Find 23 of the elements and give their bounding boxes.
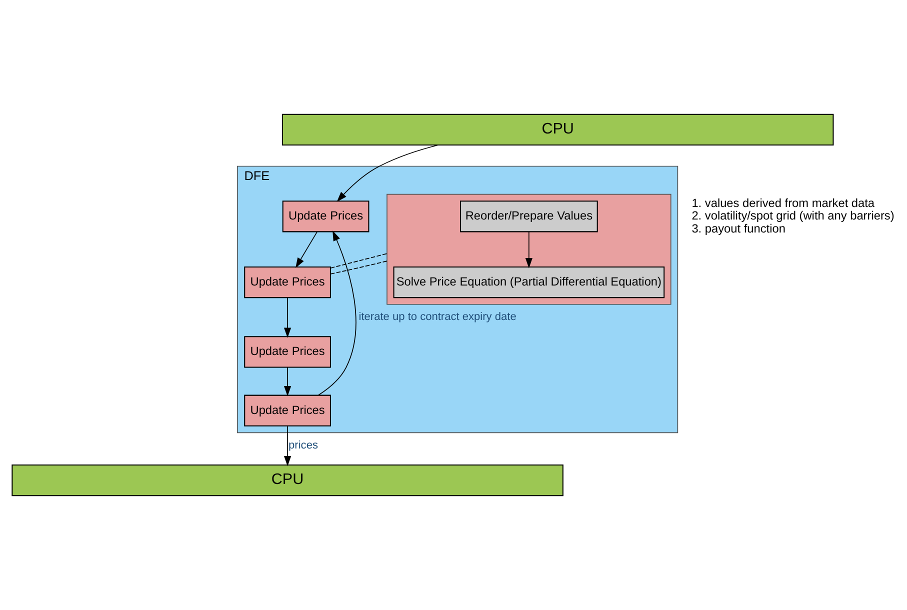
- node-box: CPU: [282, 114, 834, 146]
- node-box: Update Prices: [244, 336, 331, 368]
- node-box: Update Prices: [282, 200, 370, 232]
- label: 3. payout function: [692, 221, 786, 236]
- arrow: [284, 367, 292, 396]
- label: 2. volatility/spot grid (with any barriers): [692, 208, 894, 223]
- node-box: Reorder/Prepare Values: [460, 200, 598, 232]
- label: 1. values derived from market data: [692, 196, 875, 210]
- arrow: [336, 144, 439, 202]
- arrow: [525, 231, 532, 268]
- connector: [330, 260, 388, 274]
- arrow: [296, 231, 318, 268]
- arrow: [284, 426, 292, 466]
- edge-label: prices: [288, 439, 318, 452]
- cluster: [386, 194, 672, 305]
- node-box: CPU: [12, 464, 564, 496]
- node-box: Update Prices: [244, 394, 331, 426]
- arrow: [284, 297, 292, 338]
- arrow: [318, 230, 356, 396]
- connector: [330, 253, 388, 268]
- edge-label: iterate up to contract expiry date: [358, 311, 516, 323]
- node-box: Solve Price Equation (Partial Differential Equation): [393, 266, 665, 298]
- node-box: Update Prices: [244, 266, 331, 298]
